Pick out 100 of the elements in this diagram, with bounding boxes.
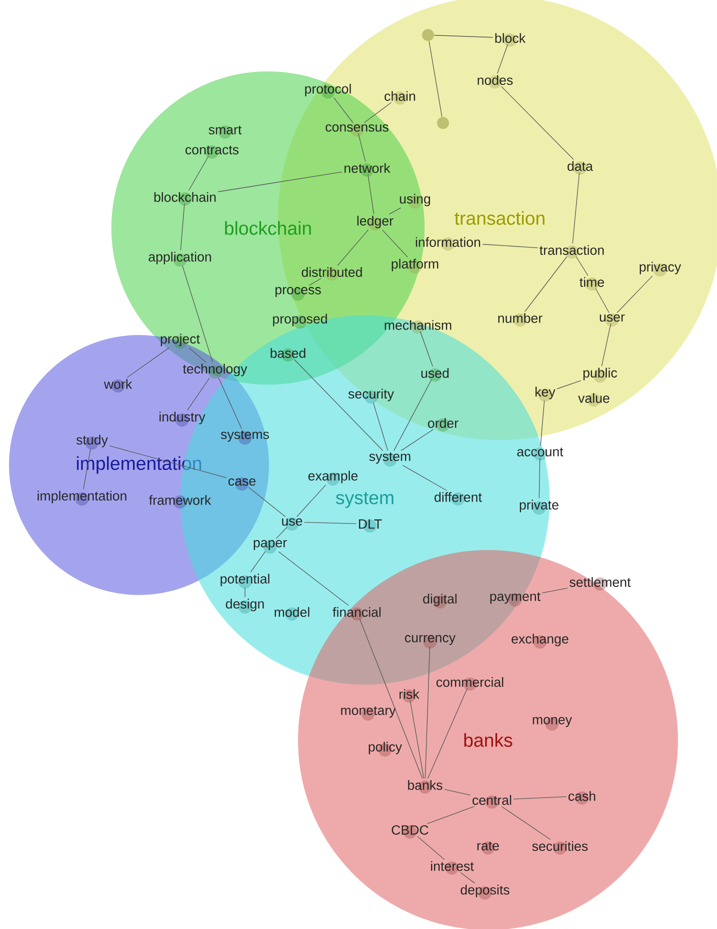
link-line	[496, 44, 508, 74]
keyword: key	[536, 386, 556, 402]
link-line	[334, 98, 354, 124]
link-line	[278, 551, 349, 606]
keyword: distributed	[302, 267, 362, 281]
keyword: order	[428, 418, 458, 432]
link-line	[382, 230, 408, 258]
link-line	[294, 359, 384, 452]
link-line	[368, 174, 374, 215]
keyword: security	[348, 388, 394, 404]
link-line	[359, 618, 423, 779]
keyword: proposed	[273, 314, 327, 329]
keyword: used	[421, 368, 449, 382]
keyword: payment	[490, 592, 540, 607]
keyword: commercial	[436, 677, 504, 691]
link-line	[400, 429, 434, 452]
link-line	[218, 378, 242, 430]
keyword: DLT	[358, 519, 382, 533]
keyword: number	[498, 313, 542, 327]
link-line	[358, 132, 366, 162]
keyword: cash	[568, 791, 596, 805]
keyword: platform	[392, 258, 438, 274]
keyword: money	[532, 717, 572, 731]
keyword: financial	[332, 607, 381, 621]
link-line	[538, 458, 540, 499]
keyword: chain	[384, 91, 416, 105]
keyword: banks	[408, 780, 442, 794]
link-line	[188, 347, 206, 363]
keyword: CBDC	[392, 825, 428, 839]
link-line	[373, 402, 388, 452]
keyword: deposits	[460, 884, 510, 900]
link-line	[428, 688, 468, 779]
keyword: case	[228, 477, 256, 491]
keyword: account	[517, 447, 564, 461]
keyword: public	[583, 368, 618, 383]
link-line	[308, 278, 322, 286]
link-line	[556, 380, 582, 390]
keyword: blockchain	[154, 192, 216, 206]
keyword: using	[400, 194, 430, 209]
keyword: consensus	[326, 123, 388, 137]
keyword: risk	[400, 689, 420, 703]
link-line	[540, 400, 545, 446]
link-line	[424, 646, 430, 779]
keyword: process	[276, 287, 321, 301]
link-line	[501, 86, 574, 160]
keyword: digital	[423, 594, 457, 609]
keyword: application	[148, 252, 211, 267]
link-line	[337, 230, 369, 266]
link-line	[248, 486, 286, 518]
link-line	[388, 208, 402, 215]
keyword: smart	[208, 125, 242, 139]
link-line	[187, 378, 210, 411]
link-line	[126, 347, 170, 378]
keyword: different	[434, 492, 482, 506]
keyword: securities	[532, 841, 588, 855]
keyword: work	[104, 379, 132, 393]
keyword: policy	[368, 742, 402, 757]
node-label: transaction	[540, 245, 604, 255]
keyword: implementation	[38, 490, 126, 506]
link-line	[595, 288, 610, 314]
link-line	[417, 836, 445, 860]
keyword: value	[578, 393, 610, 407]
link-line	[501, 806, 551, 840]
keyword: monetary	[341, 706, 396, 721]
keyword: rate	[477, 841, 499, 855]
link-line	[188, 156, 209, 191]
keyword: use	[282, 517, 302, 531]
keyword: systems	[220, 430, 269, 445]
link-line	[482, 244, 538, 248]
keyword: settlement	[570, 577, 631, 591]
link-line	[402, 464, 447, 491]
link-line	[304, 522, 357, 524]
keyword: data	[568, 161, 593, 175]
link-line	[420, 331, 434, 367]
keyword: transaction	[540, 245, 604, 259]
keyword: ledger	[357, 216, 394, 231]
keyword: exchange	[512, 634, 568, 649]
link-line	[182, 266, 213, 363]
keyword: mechanism	[384, 320, 452, 334]
link-line	[460, 872, 476, 884]
link-line	[364, 102, 392, 124]
link-line	[410, 700, 424, 779]
keyword: contracts	[186, 145, 239, 159]
link-line	[394, 379, 432, 452]
keyword: block	[495, 33, 526, 47]
link-line	[572, 172, 580, 244]
link-line	[180, 203, 185, 251]
node-label: information	[416, 237, 480, 247]
link-line	[444, 789, 471, 796]
keyword: example	[308, 470, 358, 486]
keyword: industry	[160, 412, 206, 427]
keyword: potential	[220, 574, 270, 589]
keyword: model	[274, 607, 310, 621]
keyword: framework	[149, 495, 212, 509]
node-label: commercial	[436, 677, 504, 687]
keyword-dot	[422, 29, 434, 41]
keyword: nodes	[478, 75, 513, 89]
link-line	[244, 587, 246, 598]
keyword: user	[600, 313, 625, 327]
keyword: currency	[405, 635, 456, 649]
